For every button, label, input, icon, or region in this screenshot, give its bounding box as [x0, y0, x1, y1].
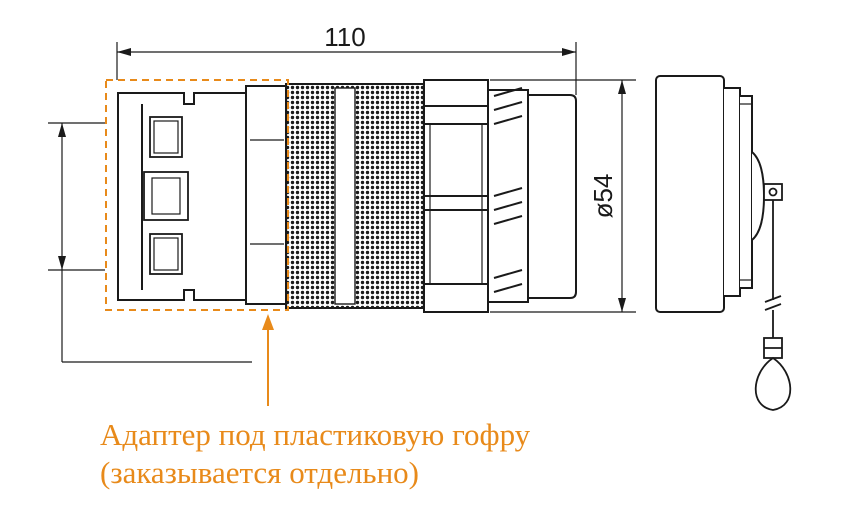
length-dimension — [116, 42, 577, 95]
adapter-height-dimension — [48, 122, 105, 271]
callout-line-1: Адаптер под пластиковую гофру — [100, 417, 531, 452]
diameter-dimension — [490, 79, 636, 313]
collar-ring — [245, 85, 287, 305]
callout-line-2: (заказывается отдельно) — [100, 455, 419, 490]
callout-arrow — [262, 314, 274, 406]
front-insert — [527, 94, 577, 299]
adapter-block — [117, 92, 247, 301]
adapter-highlight-frame — [105, 79, 289, 311]
protective-cap — [655, 75, 766, 313]
cap-lanyard — [754, 183, 792, 411]
length-dimension-label: 110 — [324, 22, 365, 52]
adapter-callout-text: Адаптер под пластиковую гофру (заказывае… — [100, 416, 530, 492]
diameter-dimension-label: ø54 — [588, 174, 618, 219]
threaded-section — [487, 87, 529, 303]
hex-nut — [423, 79, 489, 313]
knurled-body — [285, 83, 425, 309]
leader-line-bottom-left — [61, 270, 252, 363]
